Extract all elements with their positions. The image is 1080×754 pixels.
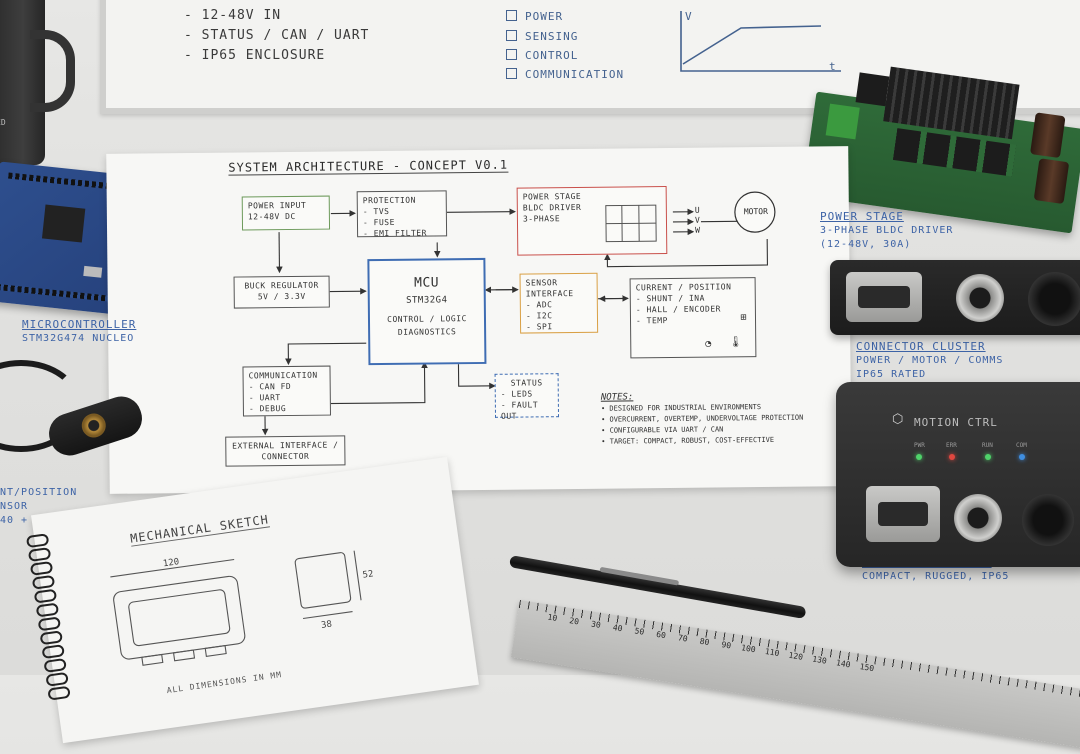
ruler: 10 20 30 40 50 60 70 80 90 100 110 120 1… xyxy=(511,600,1080,754)
m12-connector xyxy=(954,494,1002,542)
usb-port xyxy=(83,266,102,278)
led-com xyxy=(1019,454,1025,460)
phase-w: W xyxy=(695,226,700,235)
block-protection: PROTECTION- TVS- FUSE- EMI FILTER xyxy=(357,190,447,237)
bridge-icon xyxy=(604,203,659,244)
ruler-mark: 40 xyxy=(612,623,623,633)
thermometer-icon: 🌡 xyxy=(729,336,744,347)
ruler-mark: 10 xyxy=(547,613,558,623)
ruler-mark: 120 xyxy=(788,651,804,662)
block-status: STATUS- LEDS- FAULT OUT xyxy=(495,373,559,418)
pen-clip xyxy=(600,567,680,586)
ruler-mark: 130 xyxy=(812,655,828,666)
wb-graph-y: V xyxy=(685,10,692,23)
led-label-com: COM xyxy=(1016,442,1027,449)
checkbox-icon xyxy=(506,10,517,21)
enclosure-brand: MOTION CTRL xyxy=(914,416,998,429)
sensor-bore xyxy=(79,410,109,440)
m12-connector xyxy=(956,274,1004,322)
ruler-mark: 70 xyxy=(677,633,688,643)
wb-spec-3: - IP65 ENCLOSURE xyxy=(184,48,325,63)
block-communication: COMMUNICATION- CAN FD- UART- DEBUG xyxy=(242,366,331,417)
motor-label: MOTOR xyxy=(737,207,775,216)
wb-check-communication: COMMUNICATION xyxy=(506,68,624,81)
wb-graph: V t xyxy=(671,6,851,81)
terminal-block xyxy=(826,104,860,140)
capacitor xyxy=(1030,112,1066,158)
ruler-mark: 30 xyxy=(590,619,601,629)
block-mcu: MCU STM32G4 CONTROL / LOGIC DIAGNOSTICS xyxy=(367,258,486,365)
notebook-title: MECHANICAL SKETCH xyxy=(129,512,270,546)
wb-spec-1: - 12-48V IN xyxy=(184,8,281,23)
checkbox-icon xyxy=(506,68,517,79)
round-connector xyxy=(1022,494,1074,546)
connector-cluster xyxy=(830,260,1080,335)
wb-graph-x: t xyxy=(829,60,836,73)
db9-connector xyxy=(866,486,940,542)
phase-u: U xyxy=(695,206,700,215)
wb-spec-2: - STATUS / CAN / UART xyxy=(184,28,369,43)
ruler-mark: 50 xyxy=(634,626,645,636)
block-current-position: CURRENT / POSITION- SHUNT / INA- HALL / … xyxy=(630,277,757,358)
led-label-run: RUN xyxy=(982,442,993,449)
notes: NOTES: • DESIGNED FOR INDUSTRIAL ENVIRON… xyxy=(601,391,804,448)
db9-connector xyxy=(846,272,922,322)
mug-text: ED xyxy=(0,118,6,127)
wb-check-control: CONTROL xyxy=(506,49,578,62)
brand-logo-icon: ⬡ xyxy=(892,412,903,427)
dim-side-height: 52 xyxy=(362,569,374,580)
dim-side-width: 38 xyxy=(321,620,333,631)
led-label-err: ERR xyxy=(946,442,957,449)
round-connector xyxy=(1028,272,1080,326)
led-label-pwr: PWR xyxy=(914,442,925,449)
led-run xyxy=(985,454,991,460)
mechanical-sketch: 120 52 38 xyxy=(99,522,433,685)
checkbox-icon xyxy=(506,30,517,41)
mcu-chip xyxy=(42,205,85,243)
phase-v: V xyxy=(695,216,700,225)
note-item: • TARGET: COMPACT, ROBUST, COST-EFFECTIV… xyxy=(601,435,803,448)
ruler-mark: 110 xyxy=(764,647,780,658)
hall-sensor-icon: ⊞ xyxy=(740,312,747,323)
relay xyxy=(856,72,890,106)
ruler-mark: 140 xyxy=(835,658,851,669)
led-pwr xyxy=(916,454,922,460)
capacitor xyxy=(1034,158,1070,204)
wb-check-sensing: SENSING xyxy=(506,30,578,43)
led-err xyxy=(949,454,955,460)
mug-handle xyxy=(30,30,75,112)
ruler-mark: 150 xyxy=(859,662,875,673)
checkbox-icon xyxy=(506,49,517,60)
sketch-notebook: MECHANICAL SKETCH 120 52 38 ALL DIMENSIO… xyxy=(31,457,479,743)
motor-sensor-icon: ◔ xyxy=(705,339,712,350)
block-external-interface: EXTERNAL INTERFACE /CONNECTOR xyxy=(225,435,345,466)
ruler-mark: 80 xyxy=(699,637,710,647)
wb-check-power: POWER xyxy=(506,10,563,23)
ruler-mark: 90 xyxy=(721,640,732,650)
ruler-mark: 20 xyxy=(569,616,580,626)
architecture-diagram-sheet: SYSTEM ARCHITECTURE - CONCEPT v0.1 xyxy=(106,146,852,494)
ruler-mark: 100 xyxy=(741,643,757,654)
enclosure-mockup: ⬡ MOTION CTRL PWR ERR RUN COM xyxy=(836,382,1080,567)
ruler-mark: 60 xyxy=(656,630,667,640)
